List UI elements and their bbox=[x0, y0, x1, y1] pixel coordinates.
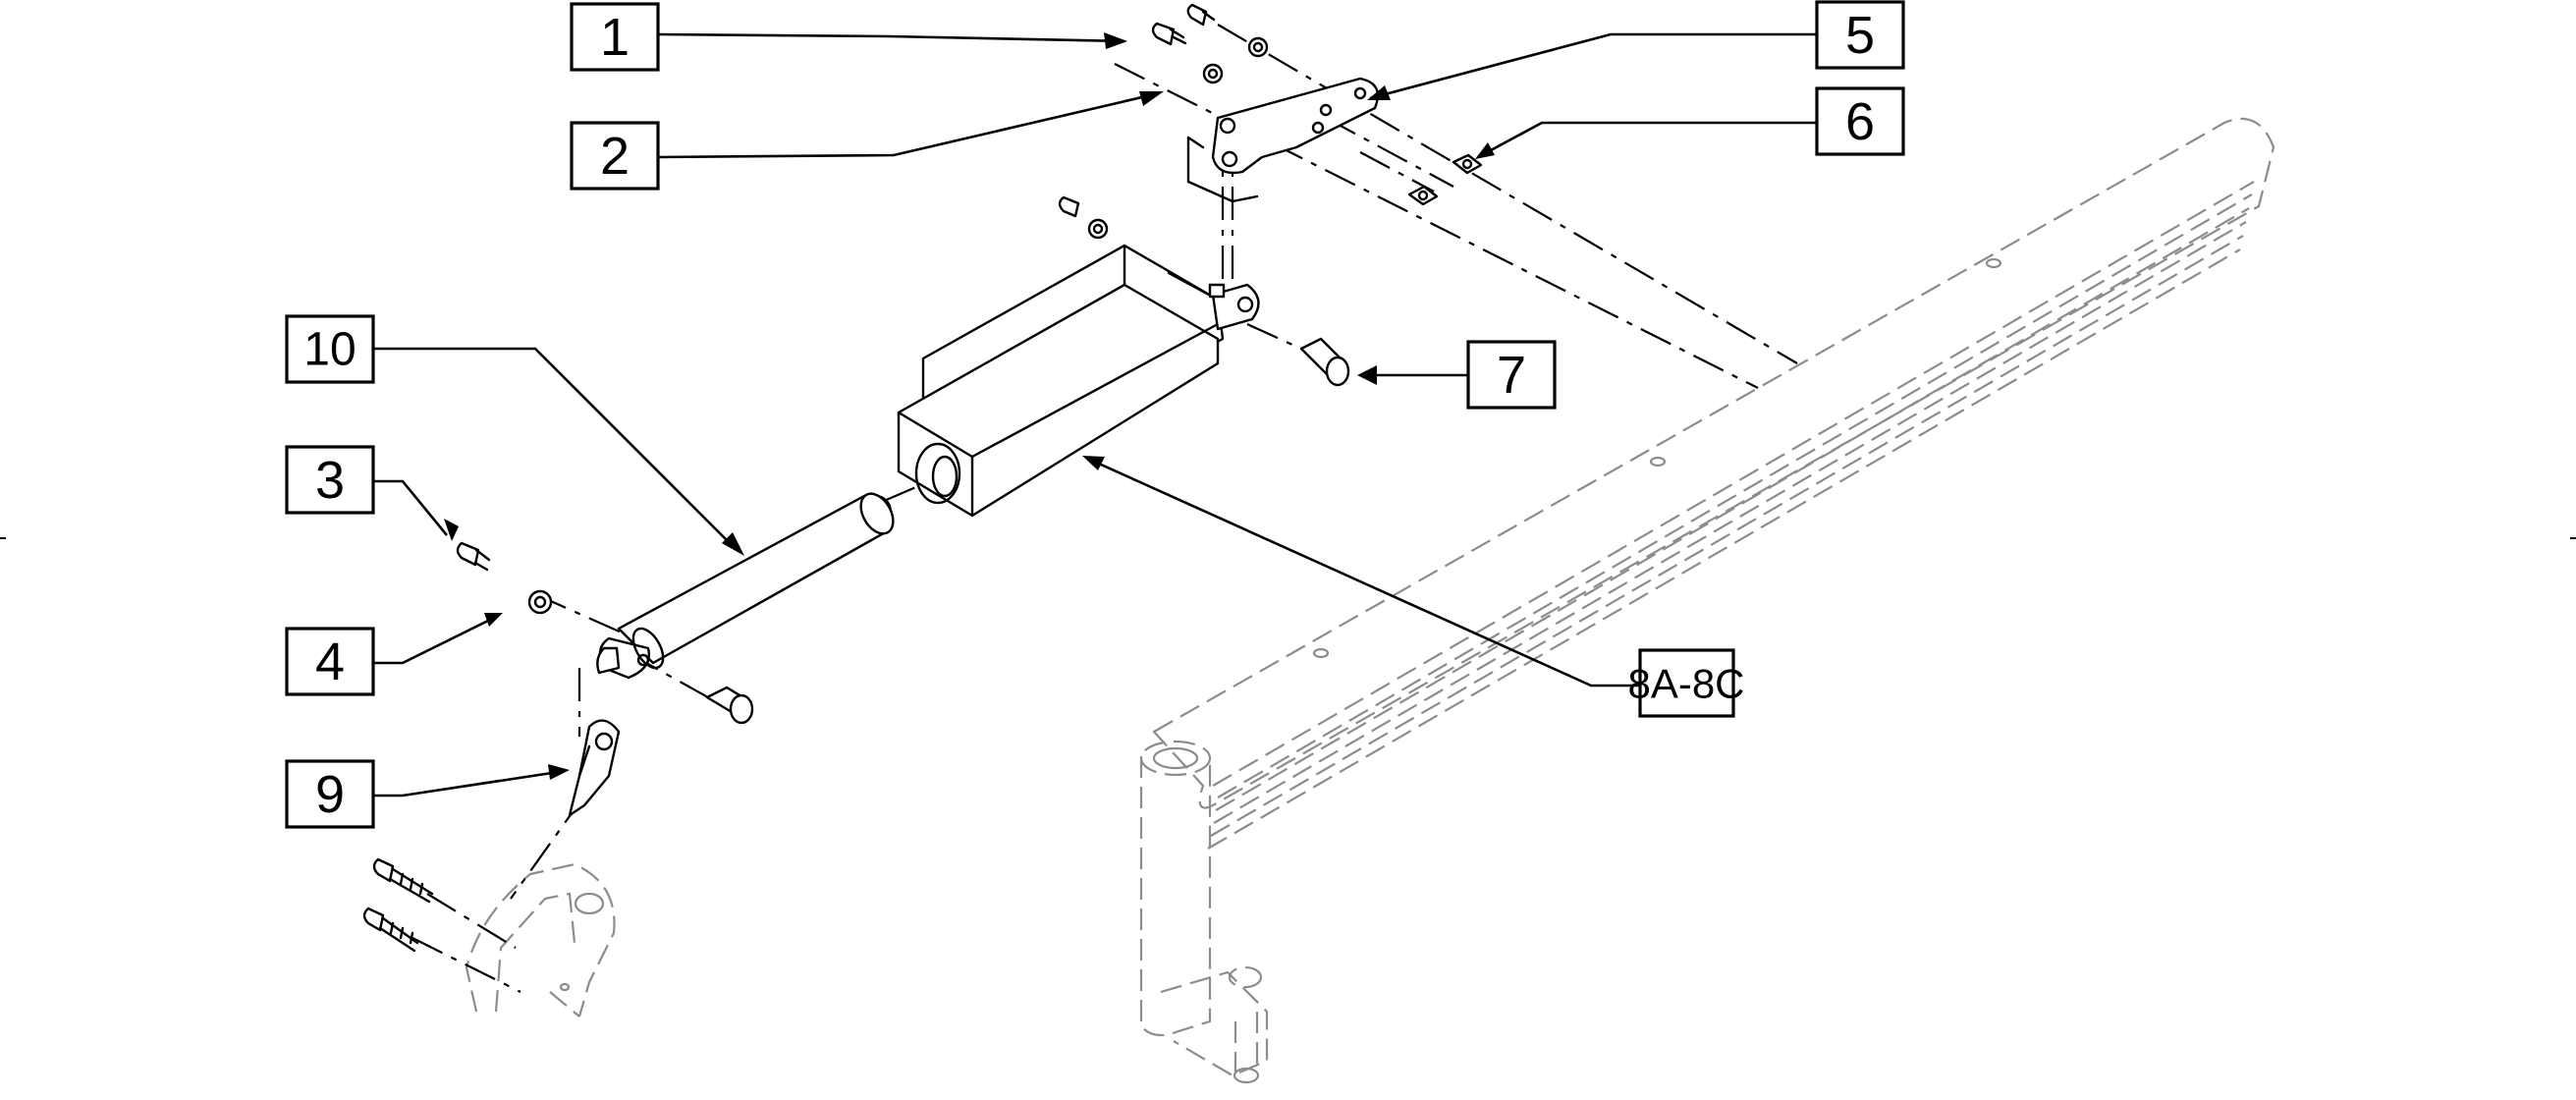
clevis-pin-upper bbox=[1299, 337, 1350, 387]
callout-6: 6 bbox=[1815, 86, 1905, 156]
callout-8: 8A-8C bbox=[1627, 648, 1745, 718]
actuator-extension-tube bbox=[596, 492, 895, 680]
ghost-frame-rail bbox=[1139, 117, 2275, 1084]
leader-arrowheads bbox=[444, 32, 1495, 780]
lower-bracket-bolts bbox=[362, 857, 434, 953]
callout-6-label: 6 bbox=[1845, 92, 1875, 151]
callout-5: 5 bbox=[1815, 0, 1905, 70]
clevis-pin-lower bbox=[705, 686, 754, 725]
leader-lines bbox=[373, 32, 1817, 798]
callout-3: 3 bbox=[285, 445, 375, 515]
screws-and-washers-top bbox=[1058, 3, 1269, 240]
actuator-body bbox=[897, 244, 1260, 518]
callout-8-label: 8A-8C bbox=[1627, 661, 1744, 707]
callout-9: 9 bbox=[285, 759, 375, 829]
callout-2: 2 bbox=[570, 121, 660, 191]
ghost-lower-bracket bbox=[465, 862, 616, 1018]
screw-and-washer-left bbox=[456, 541, 553, 615]
mounting-bracket bbox=[1186, 77, 1380, 203]
callout-9-label: 9 bbox=[315, 765, 345, 824]
callout-10: 10 bbox=[285, 314, 375, 384]
rod-end bbox=[568, 719, 621, 817]
callout-7-label: 7 bbox=[1497, 346, 1526, 405]
square-nut bbox=[1407, 153, 1483, 206]
callout-3-label: 3 bbox=[315, 451, 345, 510]
callout-1-label: 1 bbox=[600, 8, 630, 67]
callout-10-label: 10 bbox=[303, 324, 356, 376]
callout-5-label: 5 bbox=[1845, 6, 1875, 65]
callout-4: 4 bbox=[285, 627, 375, 696]
callout-1: 1 bbox=[570, 2, 660, 72]
callout-4-label: 4 bbox=[315, 632, 345, 691]
callout-7: 7 bbox=[1466, 340, 1557, 410]
callout-2-label: 2 bbox=[600, 127, 630, 186]
